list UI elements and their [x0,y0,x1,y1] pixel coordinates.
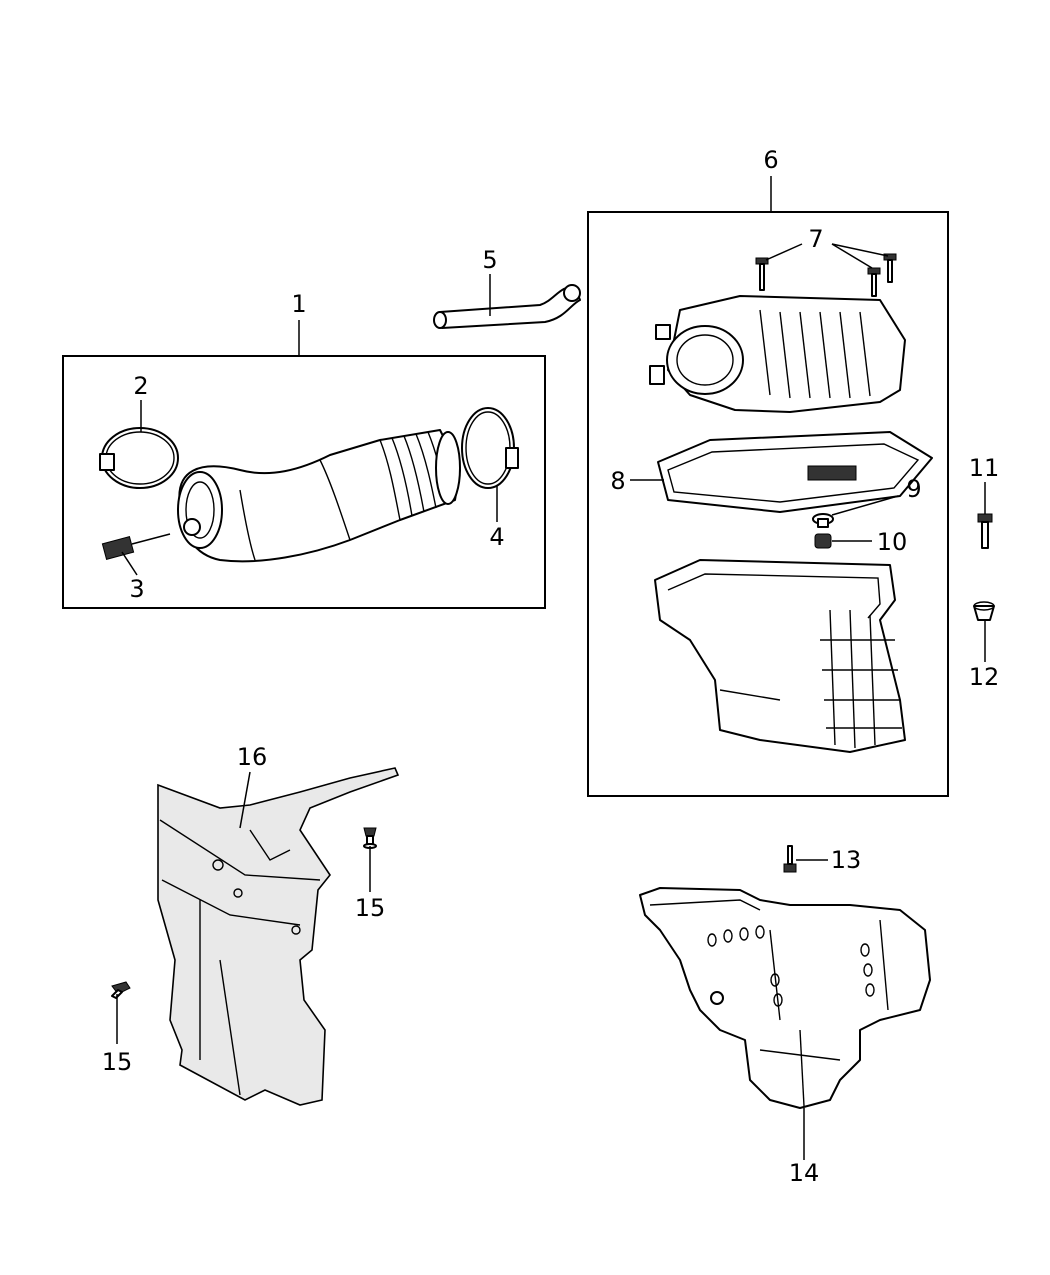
air-intake-resonator-icon [639,887,931,1109]
callout-2: 2 [133,372,148,400]
push-pin-icon [363,827,377,849]
group-6-frame [587,211,949,797]
air-cleaner-assembly-icon [654,559,906,753]
callout-9: 9 [906,475,921,503]
callout-16: 16 [237,743,268,771]
callout-10: 10 [877,528,908,556]
sensor-icon [101,533,171,560]
isolator-icon [814,533,832,549]
air-filter-element-icon [657,431,933,513]
callout-14: 14 [789,1159,820,1187]
grommet-icon [812,513,834,528]
leader-7a [765,243,803,261]
leader-16 [239,771,251,829]
callout-7: 7 [808,225,823,253]
callout-15b: 15 [102,1048,133,1076]
nut-icon [973,601,995,621]
bolt-icon [977,513,993,549]
callout-5: 5 [482,246,497,274]
air-cleaner-assembly-icon [649,295,906,413]
heat-shield-icon [157,767,400,1106]
callout-3: 3 [129,575,144,603]
callout-12: 12 [969,663,1000,691]
vent-hose-icon [433,284,581,329]
leader-3 [121,551,138,576]
callout-1: 1 [291,290,306,318]
bolt-icon [755,253,897,297]
hose-clamp-icon [461,407,519,489]
leader-7b [831,243,889,257]
callout-8: 8 [610,467,625,495]
leader-9 [831,495,899,516]
push-pin-icon [111,981,131,999]
leader-7c [831,243,873,269]
hose-clamp-icon [99,427,179,489]
callout-15a: 15 [355,894,386,922]
group-1-frame [62,355,546,609]
air-inlet-duct-icon [177,429,461,563]
callout-6: 6 [763,146,778,174]
callout-13: 13 [831,846,862,874]
bolt-icon [783,845,797,873]
callout-4: 4 [489,523,504,551]
callout-11: 11 [969,454,1000,482]
